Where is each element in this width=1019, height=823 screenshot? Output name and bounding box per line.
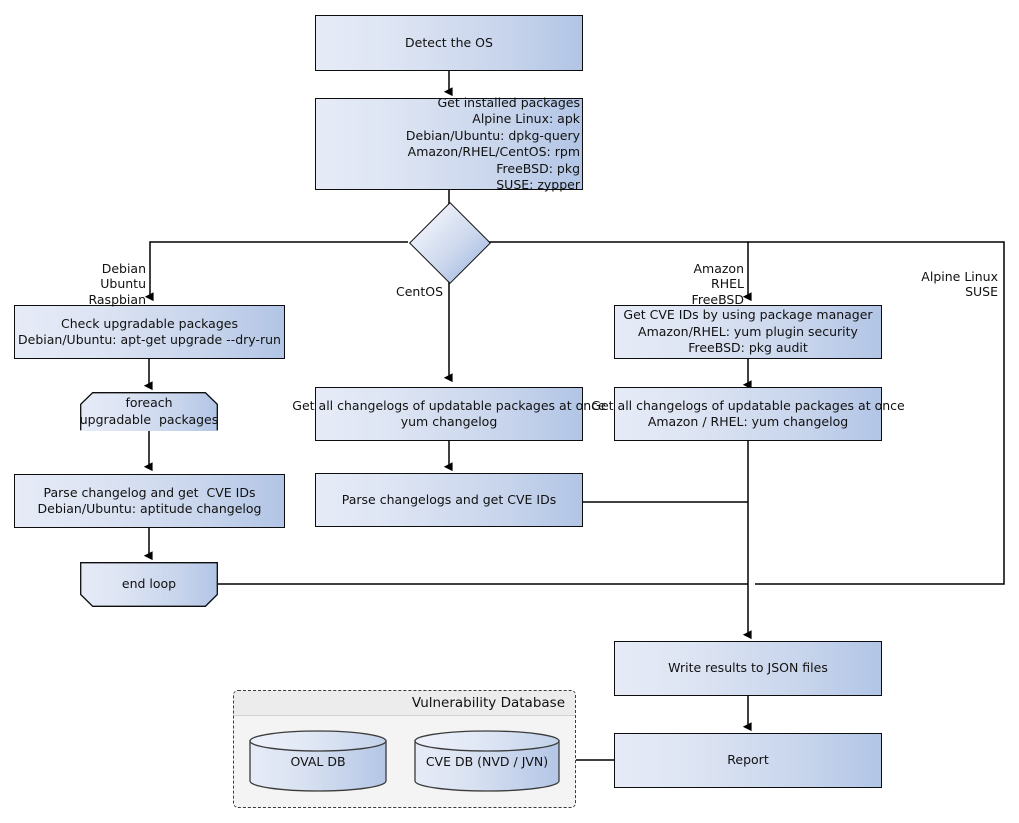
- node-parse-changelogs-centos-label: Parse changelogs and get CVE IDs: [341, 491, 557, 507]
- node-foreach-loop-label: foreach upgradable packages: [79, 395, 219, 427]
- node-report[interactable]: Report: [614, 733, 882, 788]
- node-end-loop[interactable]: end loop: [80, 562, 218, 607]
- node-write-results[interactable]: Write results to JSON files: [614, 641, 882, 696]
- vulnerability-database-title-bar: Vulnerability Database: [234, 691, 575, 716]
- node-get-installed-packages[interactable]: Get installed packages Alpine Linux: apk…: [315, 95, 583, 192]
- cve-db-cylinder[interactable]: [414, 730, 560, 792]
- vulnerability-database-title: Vulnerability Database: [411, 695, 565, 711]
- node-check-upgradable-label: Check upgradable packages Debian/Ubuntu:…: [18, 315, 281, 348]
- node-get-changelogs-rhel[interactable]: Get all changelogs of updatable packages…: [591, 387, 905, 441]
- node-check-upgradable[interactable]: Check upgradable packages Debian/Ubuntu:…: [14, 305, 285, 359]
- node-detect-os-label: Detect the OS: [405, 34, 493, 50]
- node-get-changelogs-centos-label: Get all changelogs of updatable packages…: [292, 397, 606, 430]
- node-parse-changelog-debian-label: Parse changelog and get CVE IDs Debian/U…: [37, 484, 262, 517]
- node-foreach-loop[interactable]: foreach upgradable packages: [80, 392, 218, 431]
- edge-label-amazon: Amazon RHEL FreeBSD: [691, 260, 744, 307]
- node-parse-changelogs-centos[interactable]: Parse changelogs and get CVE IDs: [315, 473, 583, 527]
- node-get-changelogs-centos[interactable]: Get all changelogs of updatable packages…: [292, 387, 606, 441]
- edge-label-alpine: Alpine Linux SUSE: [921, 268, 998, 300]
- oval-db-cylinder[interactable]: [249, 730, 387, 792]
- edge-label-centos: CentOS: [395, 283, 443, 299]
- node-parse-changelog-debian[interactable]: Parse changelog and get CVE IDs Debian/U…: [14, 474, 285, 528]
- node-detect-os[interactable]: Detect the OS: [315, 15, 583, 71]
- node-report-label: Report: [727, 752, 769, 768]
- edge-label-debian: Debian Ubuntu Raspbian: [88, 260, 146, 307]
- node-end-loop-label: end loop: [121, 576, 177, 592]
- node-write-results-label: Write results to JSON files: [668, 660, 828, 676]
- node-get-installed-packages-label: Get installed packages Alpine Linux: apk…: [405, 94, 580, 193]
- node-get-changelogs-rhel-label: Get all changelogs of updatable packages…: [591, 397, 905, 430]
